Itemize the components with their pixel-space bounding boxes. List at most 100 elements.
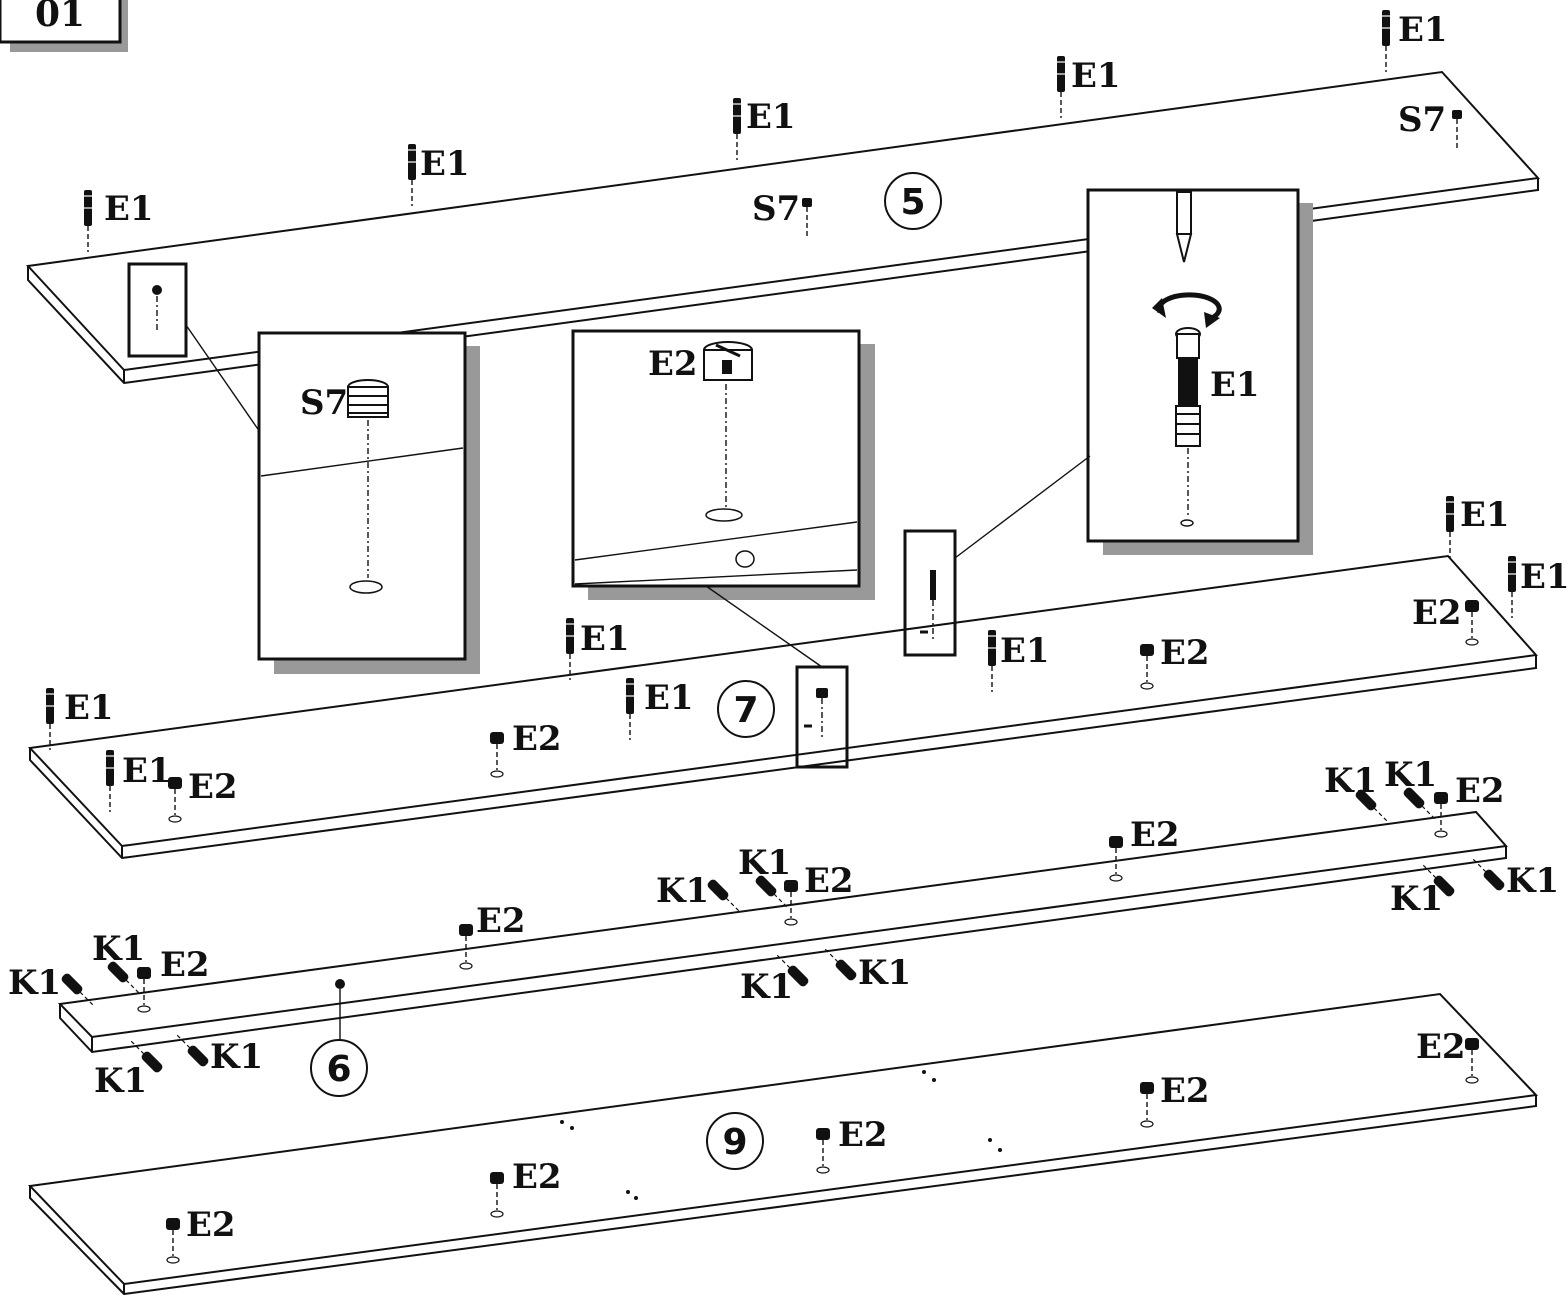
cam-lock-label: E2 <box>160 945 210 985</box>
cam-lock-part <box>489 731 505 778</box>
cam-bolt-part <box>1443 495 1457 559</box>
panel-6 <box>57 810 1508 1054</box>
cam-bolt-label: E1 <box>122 751 172 791</box>
insert-sleeve-part <box>801 197 813 240</box>
cam-lock-label: E2 <box>188 767 238 807</box>
panel-5-number: 5 <box>900 182 925 223</box>
cam-bolt-part <box>43 687 57 751</box>
insert-sleeve-label: S7 <box>752 189 800 229</box>
cam-bolt-part <box>623 677 637 741</box>
cam-lock-label: E2 <box>186 1205 236 1245</box>
dowel-label: K1 <box>1384 755 1437 795</box>
cam-bolt-part <box>563 617 577 681</box>
cam-lock-part <box>1464 1037 1480 1084</box>
panel-9-callout: 9 <box>706 1112 764 1170</box>
dowel-part <box>1471 857 1507 893</box>
panel-5-callout: 5 <box>884 172 942 230</box>
detail-e2: E2 <box>571 329 875 668</box>
cam-lock-label: E2 <box>1455 771 1505 811</box>
screwdriver-icon <box>1175 191 1193 263</box>
cam-lock-label: E2 <box>476 901 526 941</box>
panel-5 <box>25 70 1541 385</box>
dowel-label: K1 <box>1506 861 1559 901</box>
cam-bolt-part <box>1379 9 1393 73</box>
cam-lock-label: E2 <box>1160 1071 1210 1111</box>
cam-lock-part <box>489 1171 505 1218</box>
cam-bolt-label: E1 <box>1520 557 1568 597</box>
cam-bolt-part <box>985 629 999 693</box>
panel-9 <box>27 992 1539 1295</box>
cam-bolt-part <box>1505 555 1519 619</box>
cam-bolt-detail-icon <box>1175 327 1201 447</box>
cam-bolt-label: E1 <box>1398 10 1448 50</box>
cam-lock-part <box>165 1217 181 1264</box>
dowel-label: K1 <box>738 843 791 883</box>
dowel-label: K1 <box>92 929 145 969</box>
cam-bolt-label: E1 <box>104 189 154 229</box>
panel-7-callout: 7 <box>717 680 775 738</box>
dowel-part <box>823 947 859 983</box>
dowel-label: K1 <box>740 967 793 1007</box>
dowel-label: K1 <box>210 1037 263 1077</box>
cam-lock-part <box>167 776 183 823</box>
detail-s7: S7 <box>257 331 480 674</box>
cam-lock-label: E2 <box>1412 593 1462 633</box>
panel-6-callout: 6 <box>310 1039 368 1097</box>
cam-bolt-label: E1 <box>1460 495 1510 535</box>
detail-marker-e1 <box>903 529 957 657</box>
cam-bolt-label: E1 <box>64 688 114 728</box>
cam-bolt-label: E1 <box>1071 56 1121 96</box>
panel-9-holes <box>560 1070 1002 1200</box>
cam-lock-label: E2 <box>512 719 562 759</box>
cam-bolt-part <box>405 143 419 207</box>
cam-lock-part <box>1139 643 1155 690</box>
dowel-label: K1 <box>8 963 61 1003</box>
step-number: 01 <box>35 0 85 35</box>
dowel-part <box>705 877 741 913</box>
detail-marker-s7 <box>127 262 263 436</box>
cam-lock-icon <box>703 341 753 381</box>
cam-bolt-part <box>1054 55 1068 119</box>
cam-bolt-part <box>730 97 744 161</box>
panel-7-number: 7 <box>733 690 758 731</box>
cam-lock-part <box>1464 599 1480 646</box>
cam-bolt-part <box>103 749 117 813</box>
rotate-arrow-icon <box>1152 292 1222 328</box>
cam-bolt-label: E1 <box>580 619 630 659</box>
cam-lock-label: E2 <box>838 1115 888 1155</box>
sleeve-insert-icon <box>347 379 389 418</box>
cam-bolt-label: E1 <box>644 678 694 718</box>
dowel-label: K1 <box>858 953 911 993</box>
cam-lock-label: E2 <box>1160 633 1210 673</box>
cam-lock-part <box>783 879 799 926</box>
cam-lock-part <box>1433 791 1449 838</box>
cam-lock-label: E2 <box>804 861 854 901</box>
insert-sleeve-label: S7 <box>1398 100 1446 140</box>
cam-lock-part <box>1108 835 1124 882</box>
dowel-label: K1 <box>1324 761 1377 801</box>
cam-bolt-label: E1 <box>746 97 796 137</box>
step-number-box: 01 <box>0 0 128 52</box>
detail-marker-e2 <box>795 665 849 769</box>
cam-bolt-part <box>81 189 95 253</box>
detail-e2-label: E2 <box>648 344 698 384</box>
insert-sleeve-part <box>1451 109 1463 152</box>
detail-s7-label: S7 <box>300 383 348 423</box>
panel-9-number: 9 <box>722 1122 747 1163</box>
cam-lock-label: E2 <box>1416 1027 1466 1067</box>
cam-lock-label: E2 <box>1130 815 1180 855</box>
dowel-label: K1 <box>94 1061 147 1101</box>
panel-6-number: 6 <box>326 1049 351 1090</box>
cam-lock-part <box>458 923 474 970</box>
detail-e1-label: E1 <box>1210 365 1260 405</box>
cam-bolt-label: E1 <box>1000 631 1050 671</box>
dowel-label: K1 <box>1390 879 1443 919</box>
cam-bolt-label: E1 <box>420 144 470 184</box>
cam-lock-part <box>136 966 152 1013</box>
cam-lock-label: E2 <box>512 1157 562 1197</box>
cam-lock-part <box>1139 1081 1155 1128</box>
panel-7 <box>27 554 1538 860</box>
dowel-label: K1 <box>656 871 709 911</box>
detail-e1: E1 <box>954 188 1313 559</box>
